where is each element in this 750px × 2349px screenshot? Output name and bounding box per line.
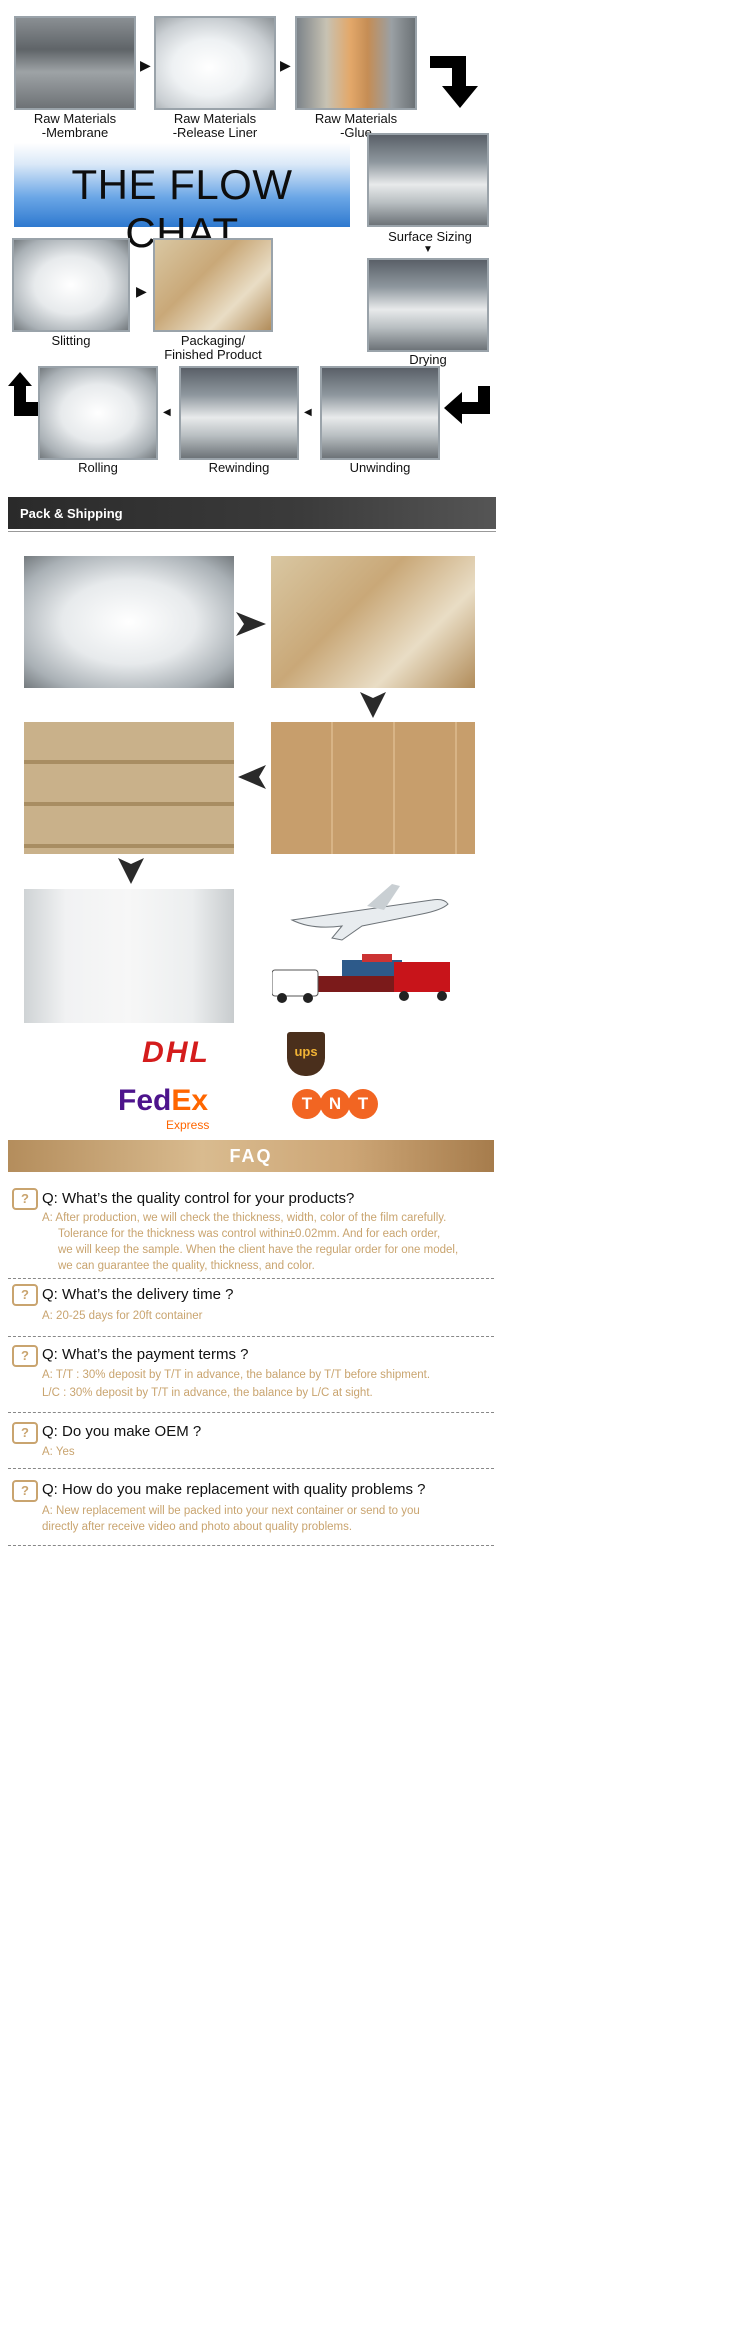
caption-packaging: Packaging/ Finished Product [164, 333, 262, 362]
faq-answer-line: A: 20-25 days for 20ft container [42, 1310, 203, 1322]
faq-question-icon: ? [12, 1480, 38, 1502]
caption-rolling: Rolling [78, 460, 118, 475]
caption-drying: Drying [409, 352, 447, 367]
fedex-logo-ex: Ex [171, 1084, 209, 1117]
pack-shipping-header: Pack & Shipping [8, 497, 496, 529]
caption-rewinding: Rewinding [208, 460, 270, 475]
flow-chat-banner: THE FLOW CHAT [14, 143, 350, 256]
faq-divider [8, 1336, 494, 1337]
arrow-down-icon-2 [118, 858, 144, 884]
arrow-left-icon [238, 765, 266, 789]
faq-title: FAQ [229, 1146, 273, 1166]
faq-answer-line: A: T/T : 30% deposit by T/T in advance, … [42, 1369, 431, 1381]
faq-divider [8, 1468, 494, 1469]
flow-arrow-4: ◀ [163, 407, 171, 418]
photo-raw-release-liner [154, 16, 276, 110]
faq-question: Q: Do you make OEM ? [42, 1423, 202, 1440]
bend-arrow-up-icon [8, 372, 42, 416]
photo-packaging [153, 238, 273, 332]
fedex-logo-express: Express [166, 1118, 210, 1132]
faq-question-icon: ? [12, 1345, 38, 1367]
arrow-right-icon [236, 612, 266, 636]
faq-answer: A: After production, we will check the t… [42, 1210, 494, 1274]
faq-question: Q: How do you make replacement with qual… [42, 1481, 426, 1498]
photo-raw-membrane [14, 16, 136, 110]
photo-slitting [12, 238, 130, 332]
faq-question: Q: What’s the quality control for your p… [42, 1190, 355, 1207]
faq-answer-line: Tolerance for the thickness was control … [58, 1228, 441, 1240]
faq-question-icon: ? [12, 1188, 38, 1210]
caption-raw-membrane: Raw Materials -Membrane [33, 111, 117, 140]
faq-answer-line: A: Yes [42, 1446, 75, 1458]
faq-answer-line: A: New replacement will be packed into y… [42, 1505, 420, 1517]
photo-roll-core [24, 556, 234, 688]
photo-container-loading [24, 889, 234, 1023]
pack-shipping-divider [8, 531, 496, 532]
caption-surface-sizing: Surface Sizing [388, 229, 472, 244]
faq-divider [8, 1545, 494, 1546]
faq-question: Q: What’s the delivery time ? [42, 1286, 234, 1303]
ups-logo-text: ups [294, 1044, 318, 1059]
faq-header: FAQ [8, 1140, 494, 1172]
flow-arrow-2: ▶ [280, 57, 291, 73]
photo-roll-in-box [271, 556, 475, 688]
photo-surface-sizing [367, 133, 489, 227]
photo-pallets-warehouse [24, 722, 234, 854]
faq-answer: A: 20-25 days for 20ft container [42, 1308, 494, 1324]
ups-logo: ups [287, 1032, 325, 1076]
bend-arrow-down-icon [430, 56, 478, 108]
flow-arrow-5: ◀ [304, 407, 312, 418]
faq-question-icon: ? [12, 1422, 38, 1444]
tnt-logo-t1: T [292, 1089, 322, 1119]
caption-raw-release-liner: Raw Materials -Release Liner [172, 111, 258, 140]
caption-unwinding: Unwinding [349, 460, 411, 475]
flow-arrow-down-1: ▼ [423, 244, 433, 255]
photo-rolling [38, 366, 158, 460]
arrow-down-icon [360, 692, 386, 718]
tnt-logo-t2: T [348, 1089, 378, 1119]
fedex-logo-fed: Fed [118, 1084, 172, 1117]
faq-question-icon: ? [12, 1284, 38, 1306]
faq-answer: A: Yes [42, 1444, 494, 1460]
faq-answer-line: we can guarantee the quality, thickness,… [58, 1260, 315, 1272]
faq-answer-line: A: After production, we will check the t… [42, 1212, 447, 1224]
photo-raw-glue [295, 16, 417, 110]
flow-arrow-3: ▶ [136, 283, 147, 299]
faq-answer: A: New replacement will be packed into y… [42, 1503, 494, 1535]
photo-rewinding [179, 366, 299, 460]
flow-arrow-1: ▶ [140, 57, 151, 73]
photo-drying [367, 258, 489, 352]
photo-cartons [271, 722, 475, 854]
faq-answer-line: L/C : 30% deposit by T/T in advance, the… [42, 1387, 373, 1399]
faq-answer-line: we will keep the sample. When the client… [58, 1244, 459, 1256]
tnt-logo: T N T [292, 1089, 378, 1119]
transport-airplane-truck-ship-icon [272, 884, 450, 1003]
caption-raw-glue: Raw Materials -Glue [314, 111, 398, 140]
dhl-logo-text: DHL [142, 1036, 210, 1069]
dhl-logo: DHL [112, 1036, 240, 1076]
faq-answer: A: T/T : 30% deposit by T/T in advance, … [42, 1367, 494, 1401]
bend-arrow-left-icon [444, 386, 490, 424]
faq-answer-line: directly after receive video and photo a… [42, 1521, 353, 1533]
fedex-logo: FedEx Express [118, 1084, 228, 1134]
faq-divider [8, 1278, 494, 1279]
caption-slitting: Slitting [51, 333, 91, 348]
photo-unwinding [320, 366, 440, 460]
faq-question: Q: What’s the payment terms ? [42, 1346, 249, 1363]
faq-divider [8, 1412, 494, 1413]
tnt-logo-n: N [320, 1089, 350, 1119]
pack-shipping-title: Pack & Shipping [20, 506, 123, 521]
